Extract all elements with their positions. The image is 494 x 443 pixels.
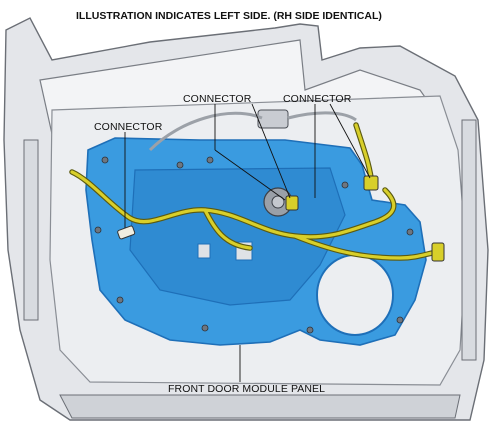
connector-right-part [363,175,379,191]
connector-center-part [285,195,299,211]
small-cutout [197,243,211,259]
label-connector-center: CONNECTOR [183,93,252,105]
harness-grommet [431,242,445,262]
label-connector-right: CONNECTOR [283,93,352,105]
door-bottom-sill [59,394,461,419]
grey-cable [148,111,357,152]
leader-lines [124,103,371,382]
front-pillar [23,139,39,321]
rear-edge [461,119,477,361]
regulator-gear [271,195,285,209]
upper-bracket [257,109,289,129]
label-connector-left: CONNECTOR [94,121,163,133]
speaker-opening [316,254,394,336]
connector-left-part [117,225,136,240]
diagram-title: ILLUSTRATION INDICATES LEFT SIDE. (RH SI… [76,10,382,22]
bolt-holes [94,156,414,334]
label-front-door-module-panel: FRONT DOOR MODULE PANEL [168,383,326,395]
wiring-harness-core [70,123,442,260]
